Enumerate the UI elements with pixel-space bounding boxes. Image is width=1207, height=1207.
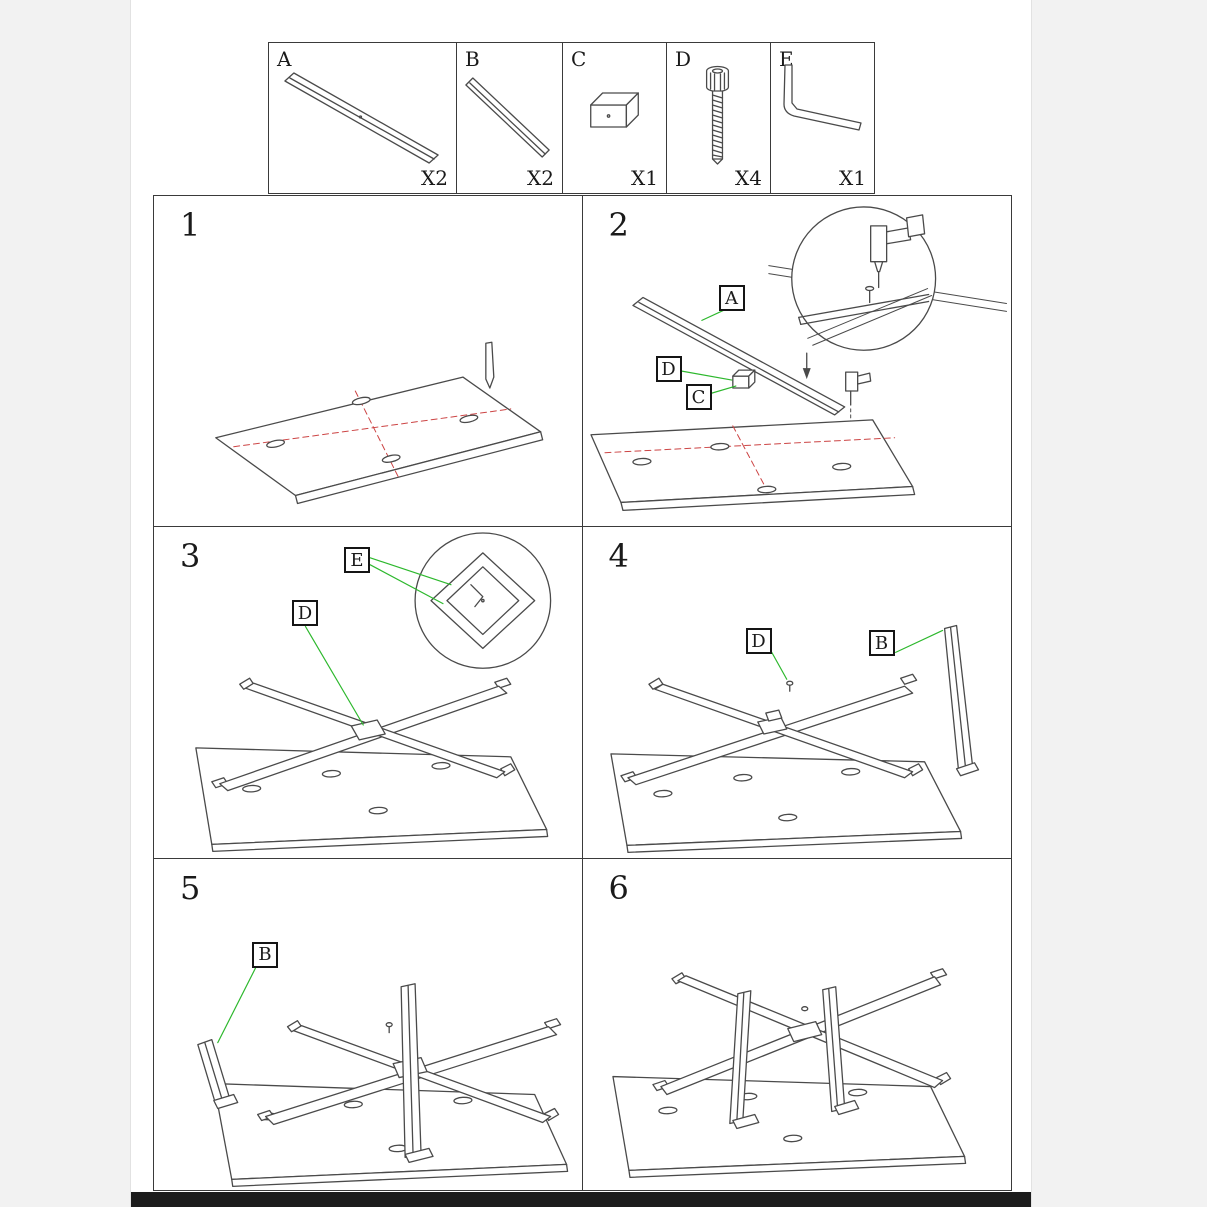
bolt-icon bbox=[705, 65, 730, 165]
step-4: 4 bbox=[582, 527, 1011, 859]
part-label-c: C bbox=[571, 47, 587, 71]
long-bar-icon bbox=[284, 72, 439, 164]
step-5-number: 5 bbox=[180, 868, 201, 907]
step-6-illustration bbox=[611, 967, 966, 1178]
step-5: 5 bbox=[154, 858, 583, 1190]
short-bar-icon bbox=[465, 77, 550, 158]
part-label-d: D bbox=[675, 47, 692, 71]
callout-b: B bbox=[868, 630, 895, 657]
callout-c: C bbox=[685, 384, 712, 410]
allen-key-icon bbox=[783, 64, 862, 131]
part-qty-b: X2 bbox=[527, 166, 554, 190]
part-qty-c: X1 bbox=[631, 166, 658, 190]
step-4-illustration bbox=[609, 625, 979, 854]
bottom-page-edge bbox=[131, 1192, 1031, 1207]
part-qty-e: X1 bbox=[839, 166, 866, 190]
callout-d: D bbox=[292, 600, 318, 627]
step-3-number: 3 bbox=[180, 537, 201, 576]
part-qty-d: X4 bbox=[735, 166, 762, 190]
part-cell-b: B X2 bbox=[457, 43, 563, 193]
part-cell-e: E X1 bbox=[771, 43, 874, 193]
instruction-sheet: A X2 B X2 C X1 bbox=[130, 0, 1032, 1207]
step-3-illustration bbox=[195, 532, 552, 853]
callout-d: D bbox=[655, 356, 682, 382]
callout-d: D bbox=[745, 628, 772, 655]
step-6: 6 bbox=[583, 859, 1012, 1190]
part-cell-c: C X1 bbox=[563, 43, 667, 193]
step-1-illustration bbox=[215, 341, 544, 505]
step-4-number: 4 bbox=[608, 537, 629, 576]
step-2-illustration bbox=[589, 206, 1007, 512]
connector-block-icon bbox=[590, 92, 639, 128]
steps-grid: 1 2 bbox=[153, 195, 1012, 1191]
step-6-number: 6 bbox=[608, 868, 629, 907]
parts-table: A X2 B X2 C X1 bbox=[268, 42, 875, 194]
callout-e: E bbox=[344, 547, 370, 574]
part-cell-a: A X2 bbox=[269, 43, 457, 193]
step-1-number: 1 bbox=[180, 206, 201, 244]
step-3: 3 bbox=[154, 527, 583, 859]
step-2: 2 bbox=[582, 196, 1011, 528]
step-5-illustration bbox=[197, 964, 569, 1187]
part-cell-d: D X4 bbox=[667, 43, 771, 193]
step-2-number: 2 bbox=[608, 206, 629, 244]
callout-b: B bbox=[252, 941, 278, 968]
step-1: 1 bbox=[154, 196, 583, 528]
part-label-b: B bbox=[465, 47, 480, 71]
callout-a: A bbox=[718, 285, 745, 311]
part-qty-a: X2 bbox=[421, 166, 448, 190]
part-label-a: A bbox=[277, 47, 292, 71]
